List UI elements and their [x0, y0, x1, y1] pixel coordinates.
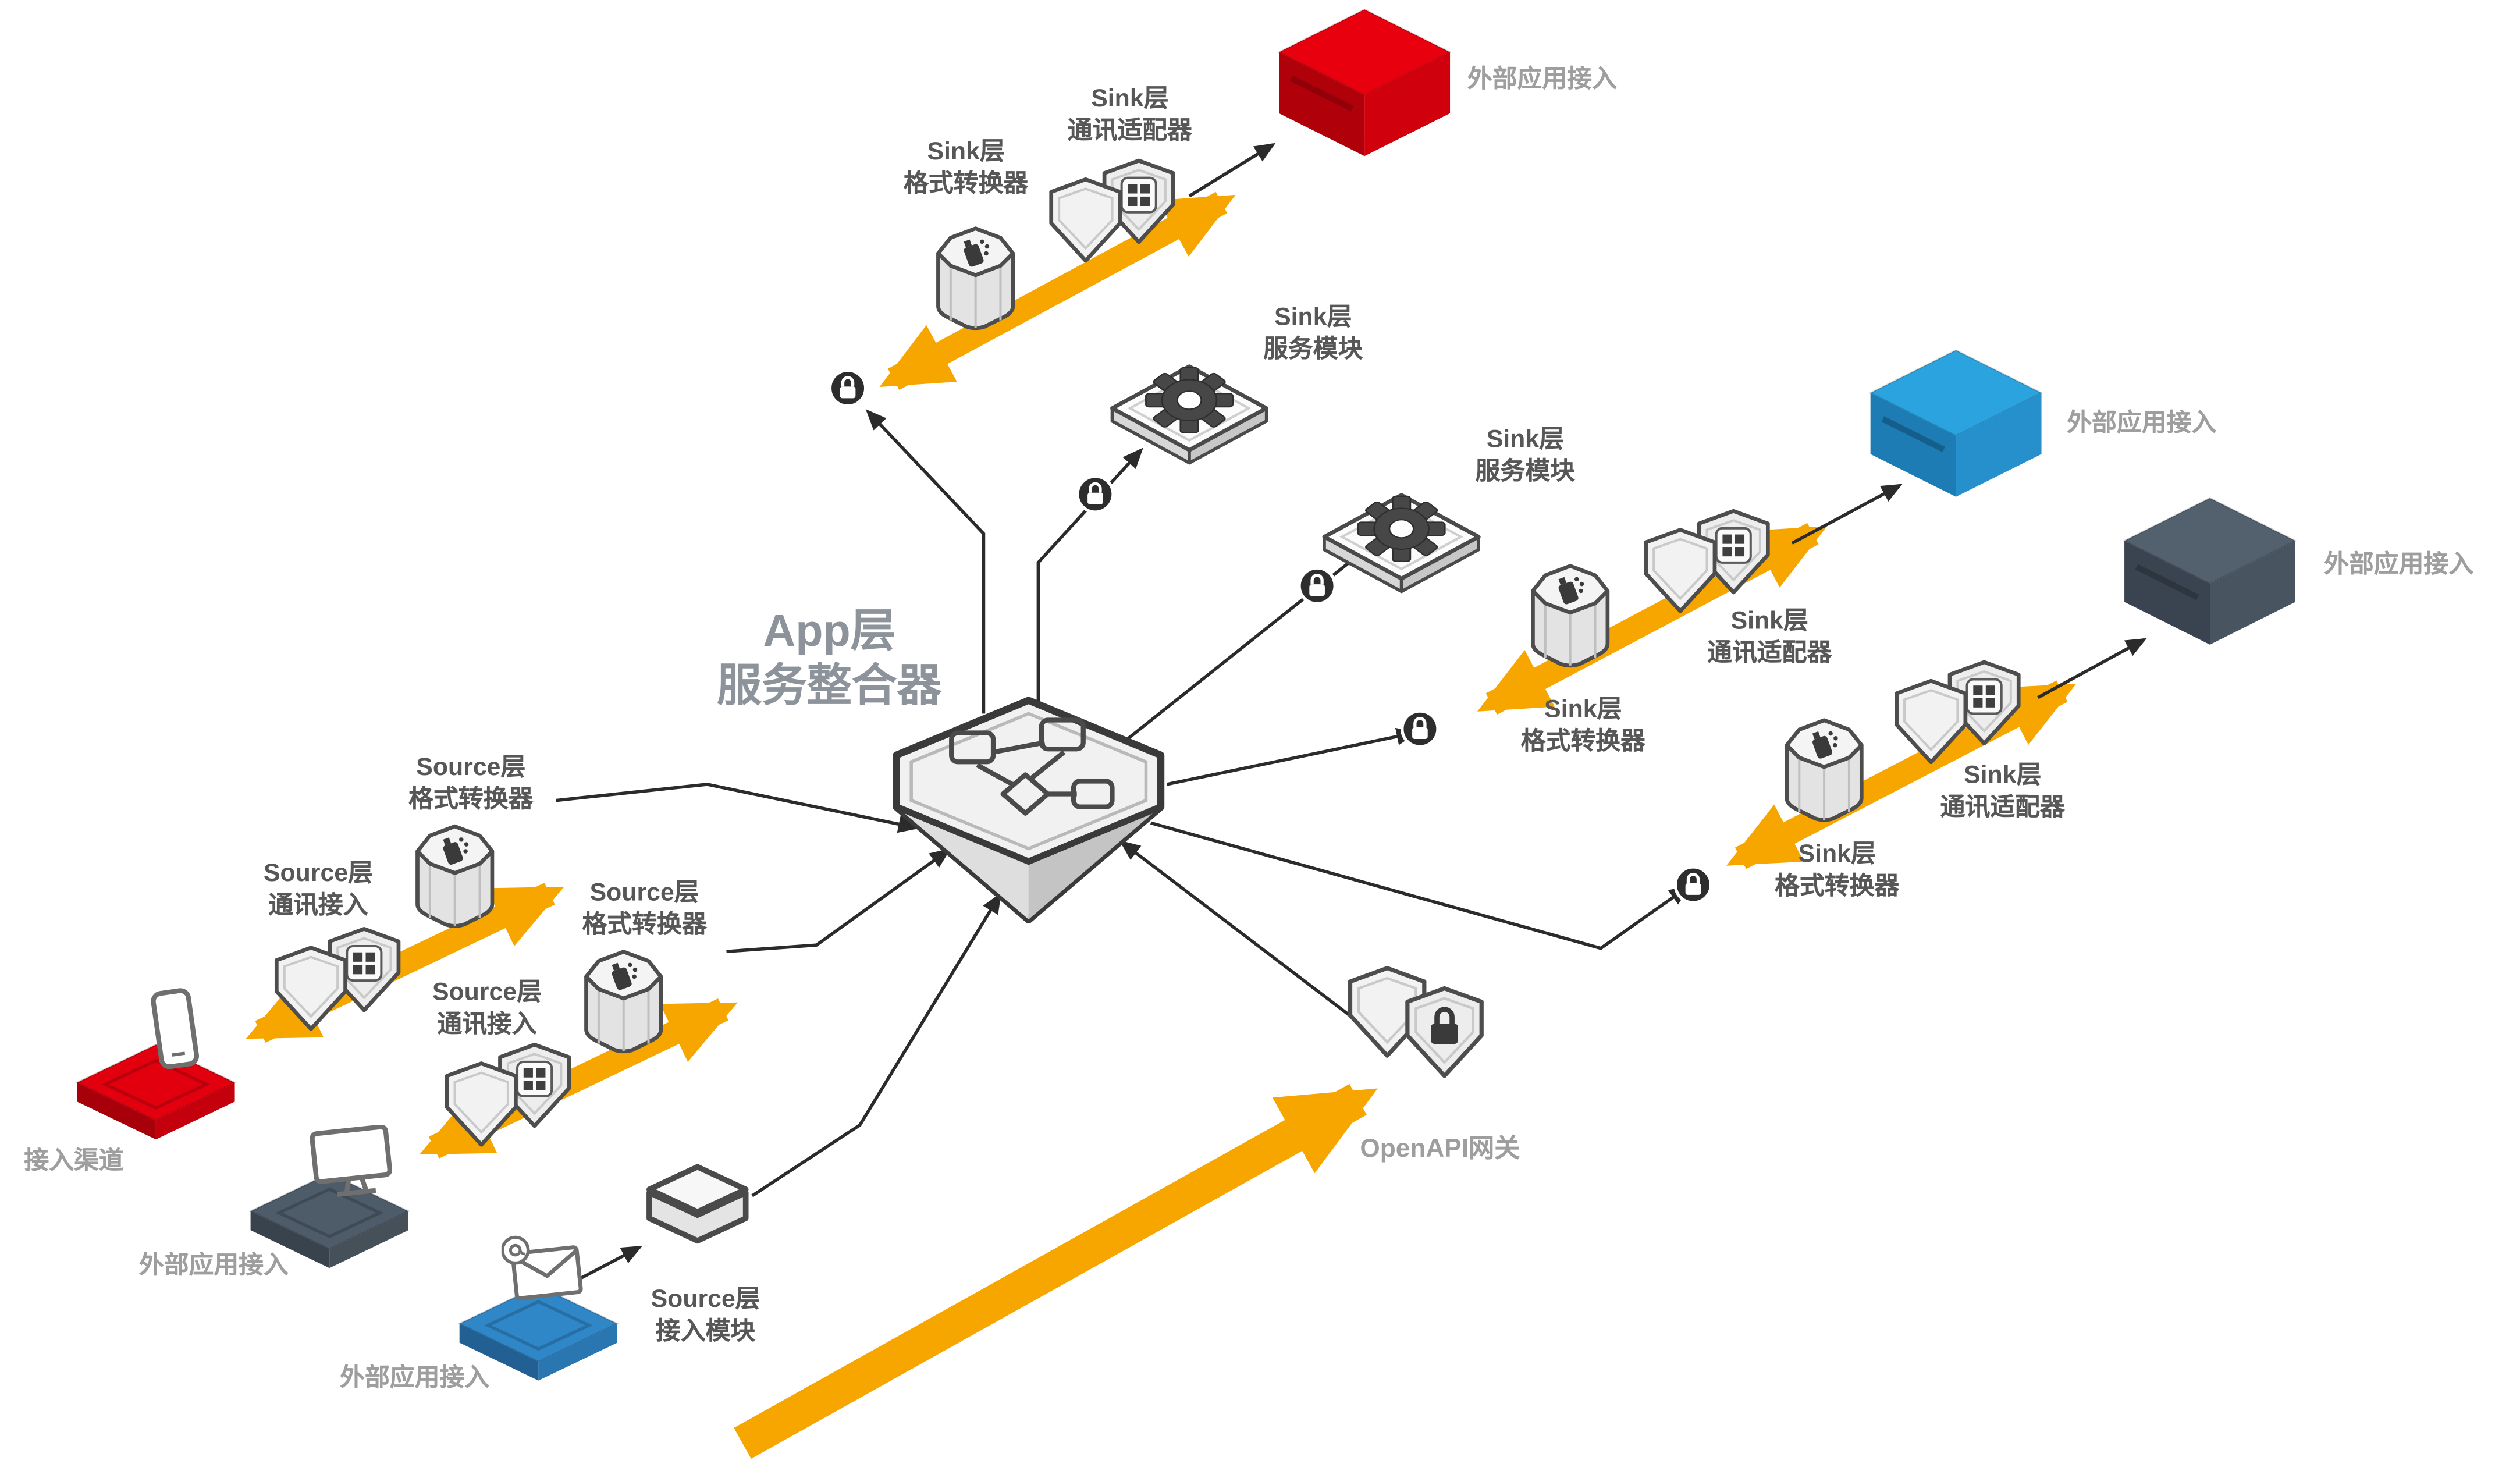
connector-hub-to-sink-top	[865, 409, 986, 714]
external-app-blue-cube-icon	[1871, 350, 2042, 497]
sink-right1-format-converter-icon	[1533, 566, 1607, 666]
connector-source2-to-hub	[726, 848, 951, 953]
connector-to-dark-cube	[2037, 638, 2147, 699]
connector-to-red-cube	[1188, 143, 1276, 198]
label-src1-format: Source层 格式转换器	[408, 754, 534, 813]
flow-arrow-openapi	[734, 1083, 1378, 1459]
connector-hub-to-sink-right1	[1166, 727, 1418, 786]
label-sink-service-2: Sink层 服务模块	[1475, 426, 1575, 486]
email-icon	[501, 1231, 581, 1300]
app-integrator-title: App层 服务整合器	[716, 605, 942, 710]
label-sink-service-1: Sink层 服务模块	[1263, 304, 1363, 364]
label-access-channel: 接入渠道	[24, 1147, 124, 1175]
label-openapi-gateway: OpenAPI网关	[1360, 1136, 1520, 1164]
source2-format-converter-icon	[587, 952, 661, 1051]
access-channel-device-icon	[77, 1045, 234, 1140]
source2-comm-access-icon	[447, 1044, 569, 1145]
source1-comm-access-icon	[276, 929, 399, 1029]
label-sink-r1-adapter: Sink层 通讯适配器	[1707, 607, 1832, 667]
label-src1-access: Source层 通讯接入	[263, 860, 373, 919]
source1-format-converter-icon	[417, 826, 492, 926]
connector-mail-to-module	[578, 1245, 643, 1281]
lock-badge-icon	[830, 370, 865, 406]
label-src2-access: Source层 通讯接入	[432, 979, 542, 1039]
openapi-gateway-icon	[1350, 968, 1482, 1076]
label-sink-r1-format: Sink层 格式转换器	[1520, 696, 1645, 756]
label-external-app-dark: 外部应用接入	[2324, 551, 2474, 579]
phone-icon	[152, 990, 198, 1068]
label-external-app-red: 外部应用接入	[1467, 66, 1617, 94]
source3-access-module-icon	[649, 1167, 746, 1241]
sink-service-module1-icon	[1112, 367, 1266, 463]
label-sink-r2-format: Sink层 格式转换器	[1775, 841, 1900, 900]
lock-badge-icon	[1299, 568, 1335, 603]
connector-hub-to-sink-right2	[1150, 821, 1690, 950]
sink-service-module2-icon	[1324, 495, 1478, 592]
lock-badge-icon	[1675, 867, 1711, 902]
sink-right2-format-converter-icon	[1787, 720, 1861, 820]
connector-source1-to-hub	[556, 783, 919, 833]
connector-openapi-to-hub	[1119, 840, 1364, 1027]
label-external-app-dark-left: 外部应用接入	[138, 1252, 289, 1280]
label-external-app-blue-left: 外部应用接入	[340, 1364, 490, 1392]
app-integrator-platform-icon	[897, 701, 1160, 919]
sink-top-format-converter-icon	[938, 229, 1012, 328]
lock-badge-icon	[1078, 477, 1113, 512]
flow-arrow-sink-top	[879, 191, 1236, 390]
label-src3-module: Source层 接入模块	[651, 1286, 760, 1345]
connector-source3-to-hub	[751, 892, 1001, 1198]
label-sink-top-format: Sink层 格式转换器	[904, 138, 1029, 198]
connectors	[556, 143, 2147, 1281]
label-sink-top-adapter: Sink层 通讯适配器	[1067, 85, 1192, 145]
lock-badge-icon	[1402, 711, 1438, 747]
label-sink-r2-adapter: Sink层 通讯适配器	[1940, 762, 2065, 822]
label-external-app-blue: 外部应用接入	[2067, 410, 2217, 438]
label-src2-format: Source层 格式转换器	[582, 879, 707, 939]
external-app-red-cube-icon	[1279, 9, 1450, 156]
external-app-dark-cube-icon	[2124, 498, 2295, 645]
connector-to-blue-cube	[1791, 484, 1903, 545]
